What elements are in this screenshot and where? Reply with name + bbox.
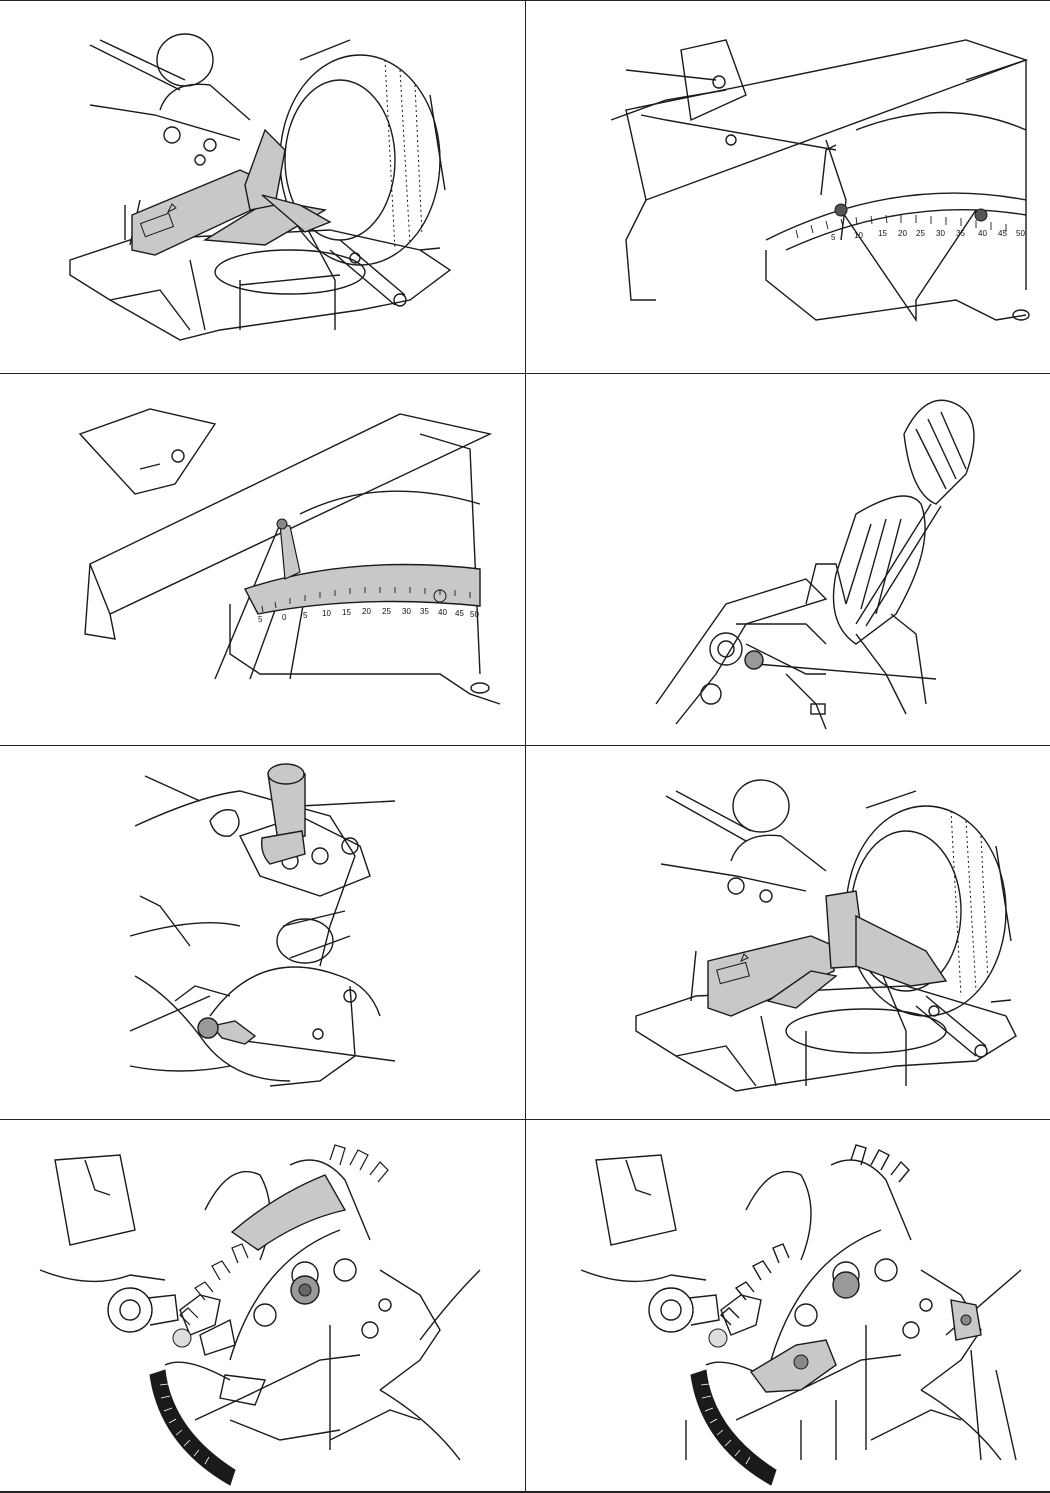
scale-number: 5 [258, 615, 263, 624]
miter-scale-pointer-icon: 5 0 5 10 15 20 25 30 35 40 45 50 [0, 374, 525, 745]
scale-number: 15 [878, 229, 887, 238]
scale-number: 50 [1016, 229, 1025, 238]
scale-number: 10 [854, 231, 863, 240]
panel-saw-guard-alt [526, 746, 1050, 1119]
clamp-knob-detail-icon [0, 746, 525, 1119]
scale-number: 5 [831, 233, 836, 242]
panel-saw-guard [0, 0, 525, 373]
panel-clamp-knob [0, 746, 525, 1119]
scale-number: 25 [916, 229, 925, 238]
scale-number: 10 [322, 609, 331, 618]
scale-number: 40 [978, 229, 987, 238]
miter-table-scale-screws-icon: 5 10 15 20 25 30 35 40 45 50 [526, 0, 1050, 373]
bevel-scale-detail-icon [0, 1120, 525, 1491]
scale-number: 15 [342, 608, 351, 617]
scale-number: 20 [898, 229, 907, 238]
miter-saw-side-guard-icon [0, 0, 525, 373]
scale-number: 35 [420, 607, 429, 616]
scale-number: 40 [438, 608, 447, 617]
miter-saw-side-guard-alt-icon [526, 746, 1050, 1119]
scale-number: 45 [455, 609, 464, 618]
scale-number: 50 [470, 610, 479, 619]
bevel-stop-detail-icon [526, 1120, 1050, 1491]
panel-miter-scale-screws: 5 10 15 20 25 30 35 40 45 50 [526, 0, 1050, 373]
panel-bevel-scale [0, 1120, 525, 1491]
panel-scale-pointer: 5 0 5 10 15 20 25 30 35 40 45 50 [0, 374, 525, 745]
scale-number: 30 [402, 607, 411, 616]
scale-number: 45 [998, 229, 1007, 238]
scale-number: 35 [956, 229, 965, 238]
scale-number: 20 [362, 607, 371, 616]
scale-number: 5 [303, 611, 308, 620]
scale-number: 0 [282, 613, 287, 622]
screwdriver-adjustment-icon [526, 374, 1050, 745]
panel-screwdriver-adjust [526, 374, 1050, 745]
panel-bevel-stop [526, 1120, 1050, 1491]
scale-number: 25 [382, 607, 391, 616]
scale-number: 30 [936, 229, 945, 238]
